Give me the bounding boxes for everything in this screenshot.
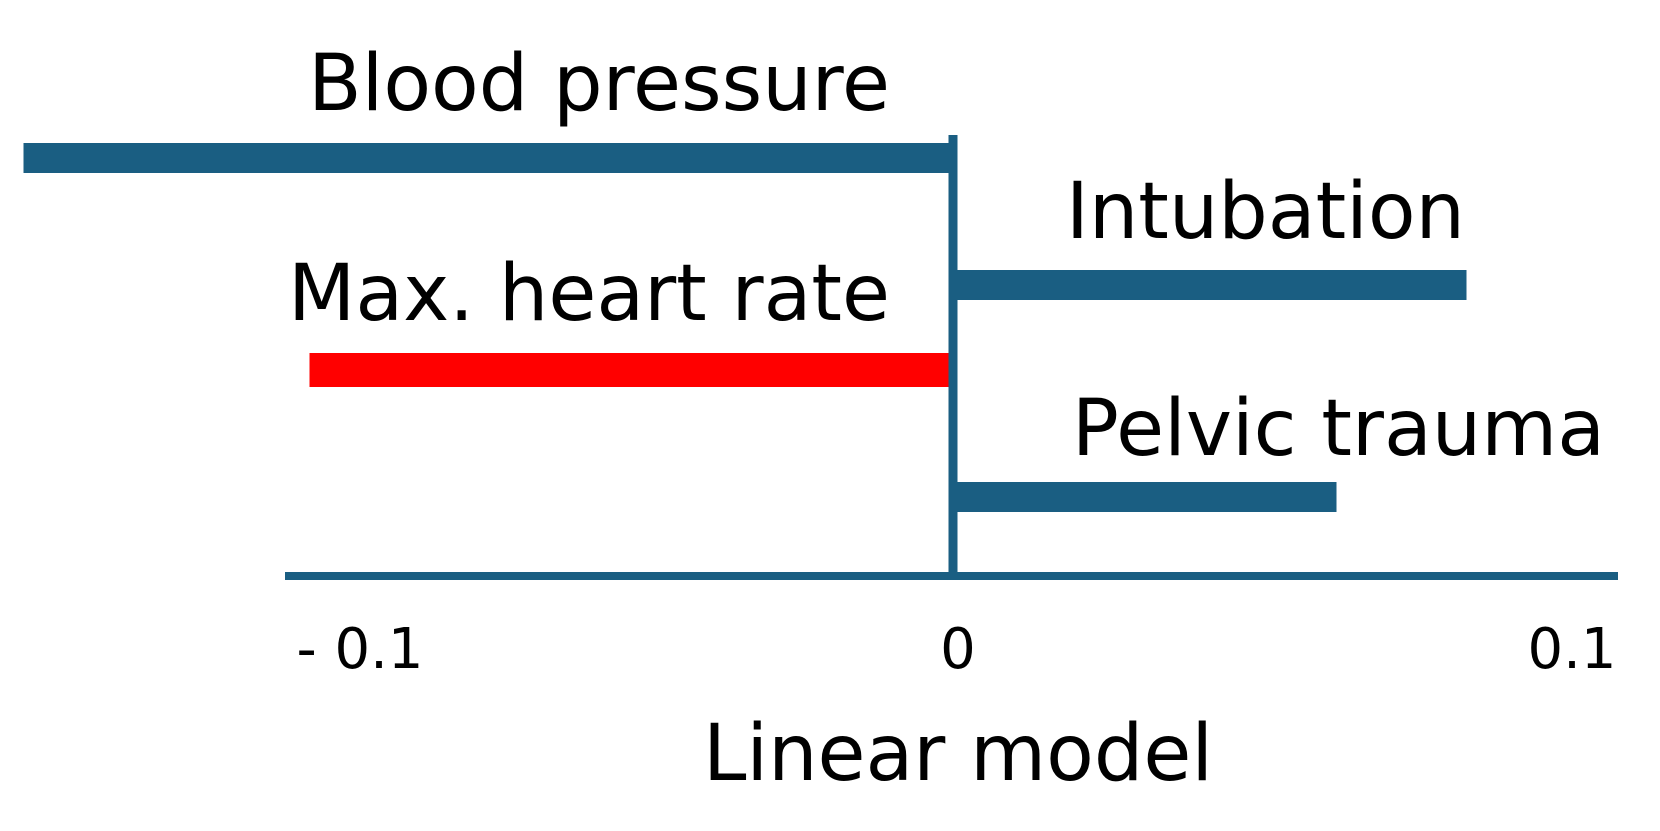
tick-label: 0 [940, 617, 976, 682]
bar-pelvic-trauma [953, 482, 1337, 512]
bar-label: Intubation [1066, 167, 1465, 257]
bar-label: Max. heart rate [288, 249, 890, 339]
bar-max-heart-rate [309, 353, 953, 387]
x-axis-title: Linear model [703, 709, 1213, 799]
bar-intubation [953, 270, 1467, 300]
bars-layer [23, 143, 1467, 512]
tick-labels-layer: - 0.1 0 0.1 [296, 617, 1616, 682]
tick-label: 0.1 [1527, 617, 1616, 682]
bar-blood-pressure [23, 143, 953, 173]
bar-label: Blood pressure [308, 39, 890, 129]
bar-label: Pelvic trauma [1072, 384, 1605, 474]
tick-label: - 0.1 [296, 617, 423, 682]
axis-layer [285, 135, 1618, 580]
